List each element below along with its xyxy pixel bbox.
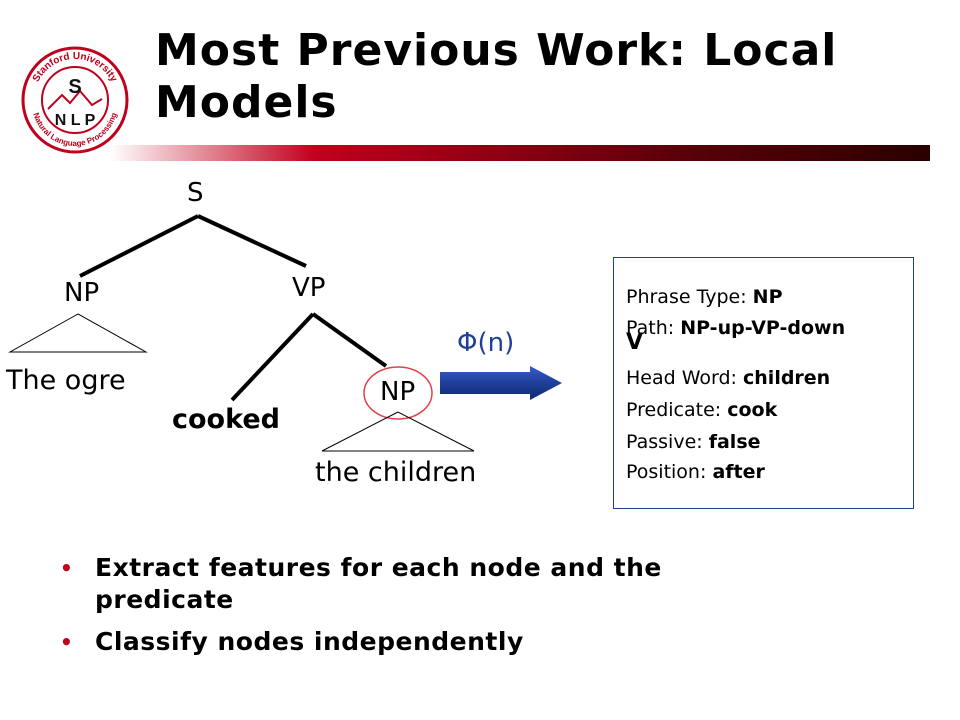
edge-vp-np: [311, 312, 388, 368]
bullet-list: •Extract features for each node and the …: [60, 552, 760, 668]
stanford-nlp-logo: Stanford University Natural Language Pro…: [21, 46, 129, 154]
feature-passive: Passive: false: [626, 431, 761, 453]
slide-title: Most Previous Work: Local Models: [155, 25, 838, 128]
feature-head-word: Head Word: children: [626, 367, 831, 389]
np-left-triangle: [8, 313, 148, 353]
edge-vp-verb: [230, 312, 315, 402]
feature-box: Phrase Type: NP Path: NP-up-VP-down V He…: [613, 257, 914, 509]
np-right-triangle: [321, 411, 475, 452]
tree-leaf-the-children: the children: [315, 457, 477, 488]
phi-function-label: Φ(n): [457, 328, 515, 358]
bullet-item: •Classify nodes independently: [60, 627, 524, 656]
feature-path: Path: NP-up-VP-down: [626, 317, 846, 339]
feature-extraction-arrow: [440, 366, 562, 400]
feature-position: Position: after: [626, 461, 765, 483]
edge-s-vp: [197, 214, 307, 268]
bullet-dot-icon: •: [60, 630, 74, 654]
logo-initials: N L P: [55, 112, 96, 129]
tree-node-s: S: [187, 178, 204, 208]
feature-path-wrap: V: [626, 330, 644, 355]
edge-s-np: [79, 214, 199, 278]
feature-predicate: Predicate: cook: [626, 399, 778, 421]
tree-leaf-cooked: cooked: [172, 404, 280, 435]
tree-node-np-left: NP: [64, 278, 100, 308]
title-underline-bar: [110, 145, 930, 161]
tree-leaf-the-ogre: The ogre: [6, 365, 126, 396]
tree-node-vp: VP: [292, 273, 326, 303]
np-right-highlight-circle: [363, 366, 433, 420]
bullet-dot-icon: •: [60, 556, 74, 580]
bullet-item: •Extract features for each node and the …: [60, 553, 662, 614]
logo-center-letter: S: [68, 76, 81, 98]
tree-node-np-right: NP: [380, 377, 416, 407]
feature-phrase-type: Phrase Type: NP: [626, 286, 783, 308]
